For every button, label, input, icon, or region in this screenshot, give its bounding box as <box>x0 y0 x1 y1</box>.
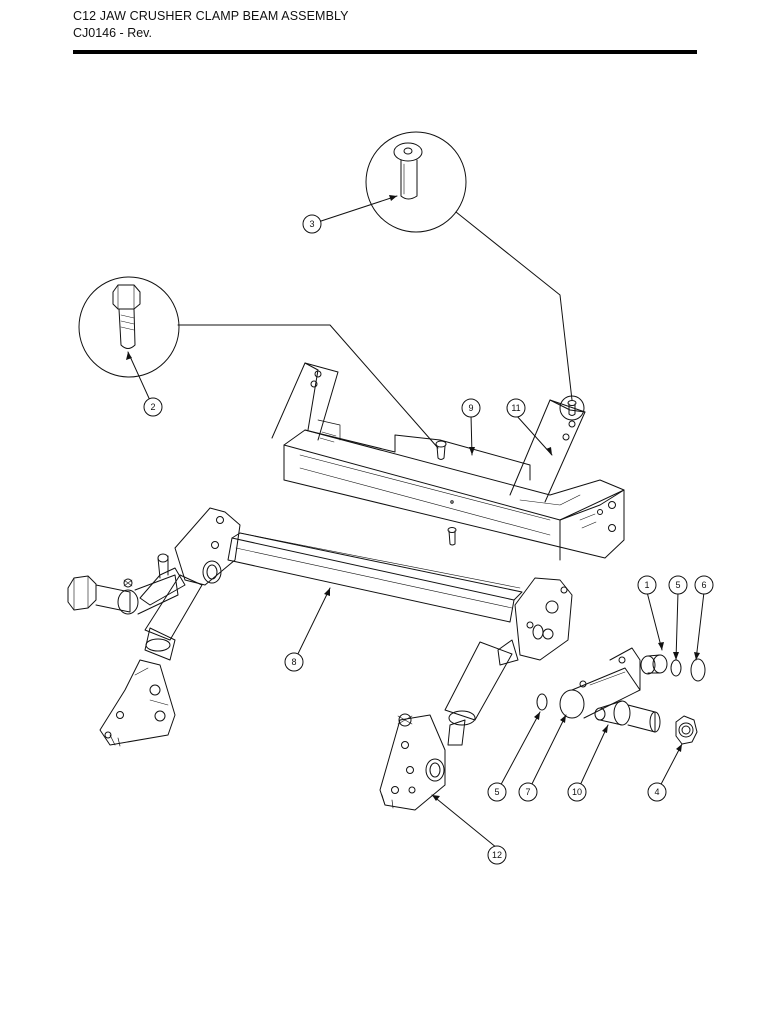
document-number: CJ0146 - Rev. <box>73 26 152 40</box>
callout-bubble-9 <box>461 398 481 418</box>
callout-label-7: 7 <box>525 787 530 797</box>
callout-bubble-8 <box>284 652 304 672</box>
pivot-pin <box>594 700 661 733</box>
left-rod-end-nut <box>67 574 179 615</box>
beam-screw-right <box>559 395 585 421</box>
callout-bubble-3 <box>302 214 322 234</box>
beam-screw-lower <box>447 527 457 546</box>
pivot-bushing-sleeve <box>640 654 668 675</box>
callout-bubble-2 <box>143 397 163 417</box>
left-bracket-assembly <box>99 507 241 747</box>
callout-bubble-4 <box>647 782 667 802</box>
callout-bubble-12 <box>487 845 507 865</box>
leader-detail-screw <box>455 211 573 401</box>
callout-bubble-7 <box>518 782 538 802</box>
callout-label-12: 12 <box>492 850 502 860</box>
callout-label-3: 3 <box>309 219 314 229</box>
callout-label-5a: 5 <box>494 787 499 797</box>
callout-bubbles <box>143 214 714 865</box>
callout-bubble-11 <box>506 398 526 418</box>
drawing-header: C12 JAW CRUSHER CLAMP BEAM ASSEMBLY CJ01… <box>73 8 697 42</box>
callout-arrowheads <box>126 195 700 801</box>
callout-label-5b: 5 <box>675 580 680 590</box>
callout-label-11: 11 <box>511 403 520 413</box>
header-rule <box>73 50 697 54</box>
beam-screw-left <box>435 440 447 460</box>
circlip-ring-b <box>690 658 706 682</box>
callout-label-4: 4 <box>654 787 659 797</box>
drawing-title: C12 JAW CRUSHER CLAMP BEAM ASSEMBLY <box>73 9 349 23</box>
leader-detail-bolt <box>177 324 439 449</box>
detail-circle-bolt <box>78 276 180 378</box>
clamp-beam-body <box>271 362 625 561</box>
callout-label-1: 1 <box>644 580 649 590</box>
callout-label-6: 6 <box>701 580 706 590</box>
callout-leaders <box>127 195 705 849</box>
callout-bubble-6 <box>694 575 714 595</box>
hex-lock-nut <box>675 715 698 745</box>
callout-label-9: 9 <box>468 403 473 413</box>
detail-circle-screw <box>365 131 467 233</box>
callout-bubble-5b <box>668 575 688 595</box>
callout-label-2: 2 <box>150 402 155 412</box>
callout-label-10: 10 <box>572 787 582 797</box>
circlip-ring-a <box>670 659 682 677</box>
callout-bubble-5a <box>487 782 507 802</box>
circlip-ring-c <box>536 693 548 711</box>
callout-label-8: 8 <box>291 657 296 667</box>
callout-bubble-1 <box>637 575 657 595</box>
callout-bubble-10 <box>567 782 587 802</box>
clamp-bar <box>227 532 523 623</box>
right-bracket-assembly <box>379 577 573 811</box>
